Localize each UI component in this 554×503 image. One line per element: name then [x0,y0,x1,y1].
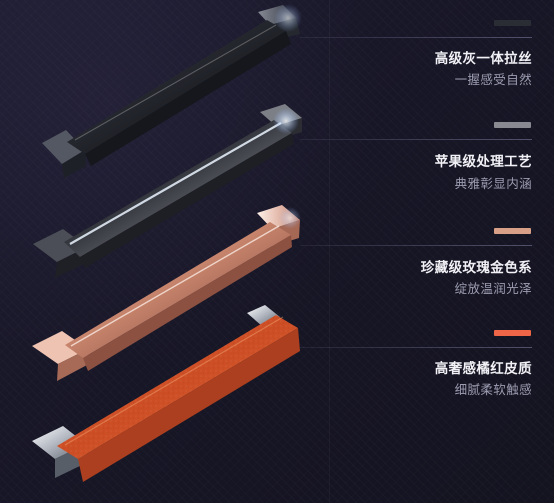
rose-gold-title: 珍藏级玫瑰金色系 [420,260,532,276]
silver-subtitle: 典雅彰显内涵 [454,176,532,191]
silver-processed-handle [33,104,302,278]
silver-swatch [494,122,531,128]
rose-gold-handle [32,205,301,381]
orange-leather-handle [32,305,300,482]
silver-title: 苹果级处理工艺 [434,154,532,170]
rose-gold-subtitle: 绽放温润光泽 [454,281,532,296]
orange-leather-title: 高奢感橘红皮质 [434,361,532,377]
silver-divider [300,139,532,140]
feature-rose-gold: 珍藏级玫瑰金色系 绽放温润光泽 [300,220,554,310]
dark-gray-subtitle: 一握感受自然 [454,72,532,87]
rose-gold-swatch [494,228,531,234]
dark-gray-divider [300,37,532,38]
dark-gray-brushed-handle [42,4,302,178]
rose-gold-divider [300,245,532,246]
orange-leather-swatch [494,330,531,336]
dark-gray-title: 高级灰一体拉丝 [434,51,532,67]
orange-leather-divider [300,347,532,348]
feature-silver-process: 苹果级处理工艺 典雅彰显内涵 [300,114,554,204]
feature-dark-gray: 高级灰一体拉丝 一握感受自然 [300,10,554,100]
dark-gray-swatch [494,20,531,26]
feature-orange-leather: 高奢感橘红皮质 细腻柔软触感 [300,321,554,411]
orange-leather-subtitle: 细腻柔软触感 [454,382,532,397]
